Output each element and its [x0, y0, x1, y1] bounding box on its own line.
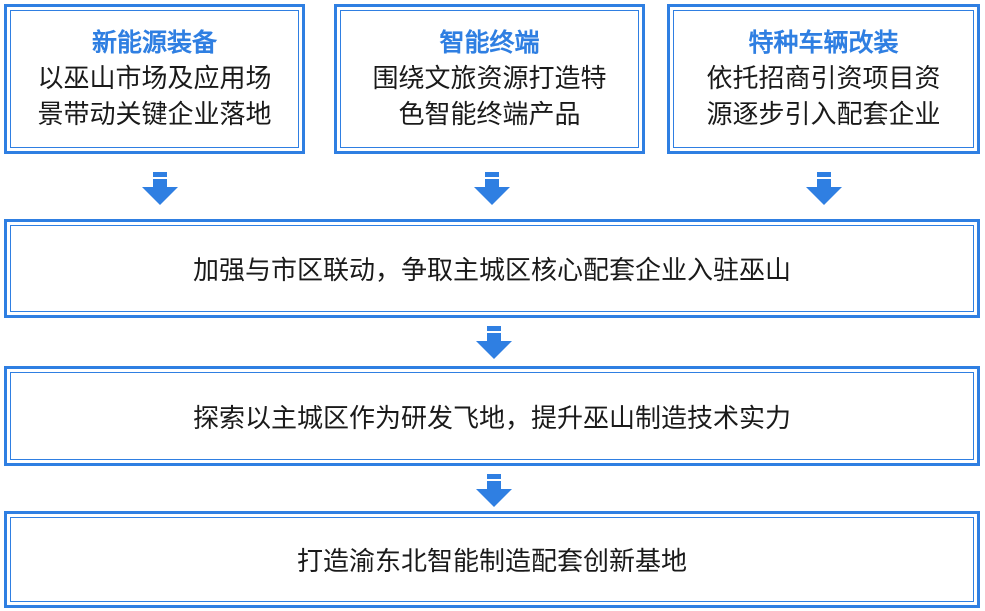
- down-arrow-icon: [476, 326, 512, 360]
- step-box-linkage: 加强与市区联动，争取主城区核心配套企业入驻巫山: [4, 219, 980, 318]
- down-arrow-icon: [806, 172, 842, 206]
- box-smart-terminal: 智能终端 围绕文旅资源打造特 色智能终端产品: [334, 4, 645, 154]
- down-arrow-icon: [142, 172, 178, 206]
- box-special-vehicle-modification: 特种车辆改装 依托招商引资项目资 源逐步引入配套企业: [667, 4, 980, 154]
- box-title: 新能源装备: [91, 28, 217, 57]
- box-desc-line: 景带动关键企业落地: [37, 100, 272, 130]
- box-title: 特种车辆改装: [748, 28, 899, 57]
- step-text: 打造渝东北智能制造配套创新基地: [296, 547, 687, 577]
- step-box-rd-enclave: 探索以主城区作为研发飞地，提升巫山制造技术实力: [4, 366, 980, 466]
- box-new-energy-equipment: 新能源装备 以巫山市场及应用场 景带动关键企业落地: [4, 4, 305, 154]
- step-box-innovation-base: 打造渝东北智能制造配套创新基地: [4, 511, 980, 608]
- box-desc-line: 依托招商引资项目资: [706, 64, 941, 94]
- box-title: 智能终端: [439, 28, 540, 57]
- down-arrow-icon: [474, 172, 510, 206]
- box-desc-line: 源逐步引入配套企业: [706, 100, 941, 130]
- down-arrow-icon: [476, 474, 512, 508]
- box-desc-line: 色智能终端产品: [398, 100, 581, 130]
- step-text: 加强与市区联动，争取主城区核心配套企业入驻巫山: [192, 256, 791, 286]
- box-desc-line: 围绕文旅资源打造特: [372, 64, 607, 94]
- box-desc-line: 以巫山市场及应用场: [37, 64, 272, 94]
- step-text: 探索以主城区作为研发飞地，提升巫山制造技术实力: [192, 403, 791, 434]
